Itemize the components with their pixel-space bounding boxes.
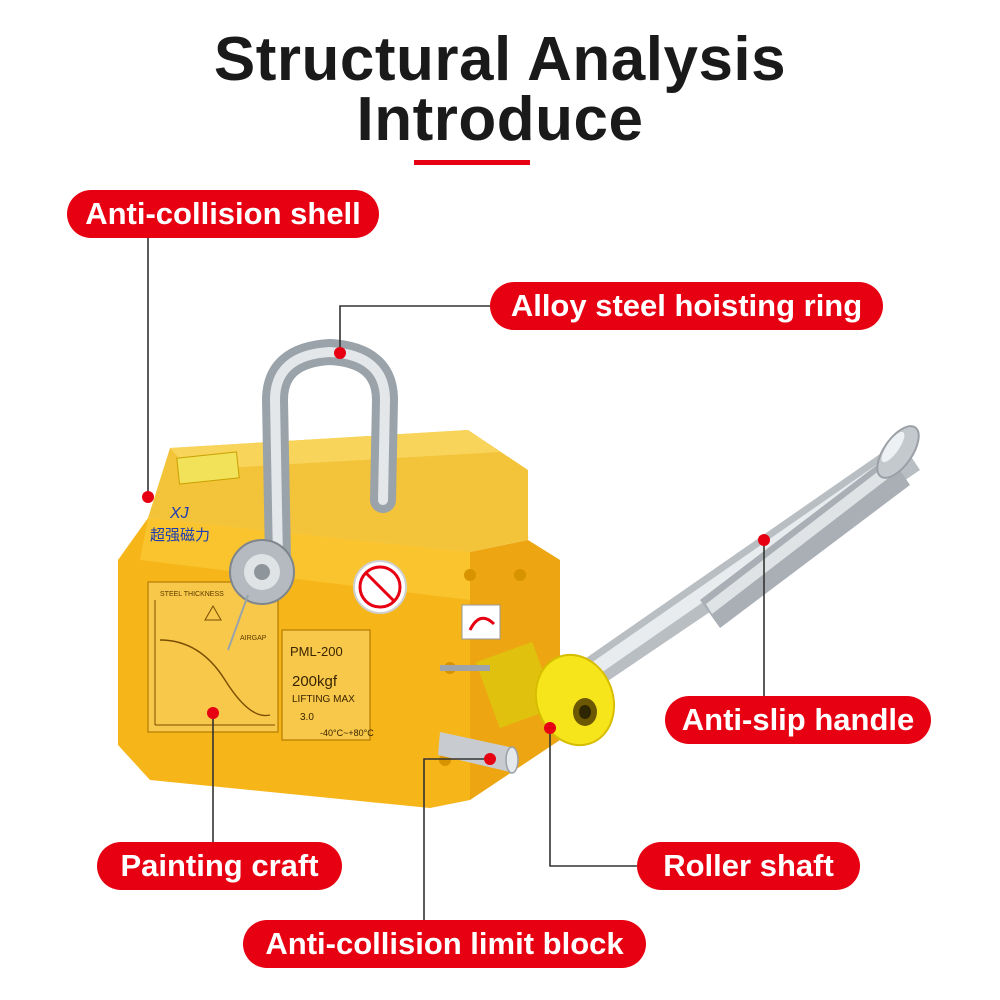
page-title-line1: Structural Analysis bbox=[213, 25, 787, 94]
brand-text: XJ bbox=[169, 505, 190, 522]
lifting-label-text: LIFTING MAX bbox=[292, 694, 355, 705]
airgap-text: AIRGAP bbox=[240, 635, 267, 642]
hoisting-ring-graphic bbox=[227, 338, 399, 651]
roller-shaft-graphic bbox=[440, 641, 616, 747]
label-anti-slip-handle: Anti-slip handle bbox=[665, 696, 931, 744]
label-painting-craft: Painting craft bbox=[97, 842, 342, 890]
page-title-line2: Introduce bbox=[356, 85, 644, 154]
label-hoisting-ring: Alloy steel hoisting ring bbox=[490, 282, 883, 330]
anti-slip-handle-graphic bbox=[540, 425, 920, 712]
model-text: PML-200 bbox=[290, 644, 343, 659]
title-underline bbox=[414, 160, 530, 165]
callout-connectors bbox=[142, 232, 770, 920]
capacity-text: 200kgf bbox=[292, 673, 338, 690]
label-anti-collision-shell: Anti-collision shell bbox=[67, 190, 379, 238]
label-roller-shaft: Roller shaft bbox=[637, 842, 860, 890]
label-limit-block: Anti-collision limit block bbox=[243, 920, 646, 968]
safety-text: 3.0 bbox=[300, 712, 314, 723]
brand-cn-text: 超强磁力 bbox=[150, 527, 210, 544]
steel-thickness-text: STEEL THICKNESS bbox=[160, 591, 224, 598]
temperature-text: -40°C~+80°C bbox=[320, 728, 374, 738]
